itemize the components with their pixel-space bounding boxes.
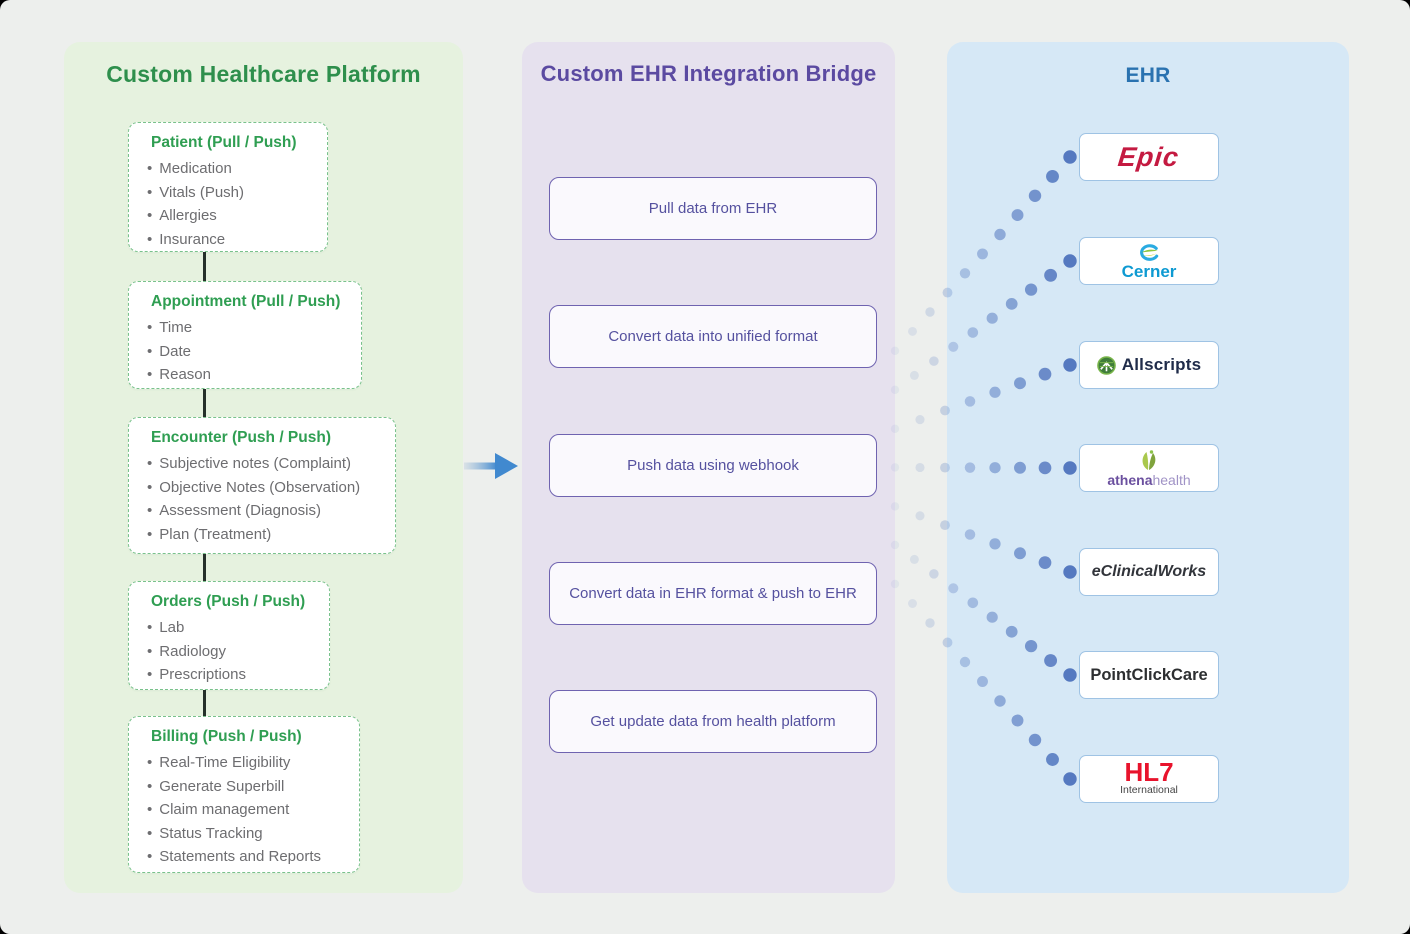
panel-integration-bridge: Custom EHR Integration Bridge Pull data … xyxy=(522,42,895,893)
platform-box-item: Status Tracking xyxy=(147,822,343,846)
athenahealth-logo-athena: athena xyxy=(1107,471,1153,488)
hl7-logo: HL7 xyxy=(1124,757,1174,787)
ehr-vendor-box-pointclickcare: PointClickCare xyxy=(1079,651,1219,699)
platform-box-patient: Patient (Pull / Push) MedicationVitals (P… xyxy=(128,122,328,252)
platform-box-item: Claim management xyxy=(147,798,343,822)
platform-box-item: Subjective notes (Complaint) xyxy=(147,452,379,476)
healthcare-platform-title: Custom Healthcare Platform xyxy=(106,61,421,87)
ehr-vendor-box-cerner: Cerner xyxy=(1079,237,1219,285)
platform-box-item: Time xyxy=(147,316,345,340)
connection-dot xyxy=(915,462,925,473)
platform-box-item: Radiology xyxy=(147,640,313,664)
platform-box-item: Real-Time Eligibility xyxy=(147,751,343,775)
hl7-logo-subtitle: International xyxy=(1120,784,1178,797)
athenahealth-leaf-icon xyxy=(1142,449,1156,470)
platform-box-item: Date xyxy=(147,340,345,364)
box-connector-line xyxy=(203,690,206,716)
connection-dot xyxy=(915,511,925,521)
platform-box-item: Vitals (Push) xyxy=(147,181,311,205)
ehr-vendor-box-epic: Epic xyxy=(1079,133,1219,181)
platform-box-item: Lab xyxy=(147,616,313,640)
bridge-step-box: Pull data from EHR xyxy=(549,177,877,240)
bridge-step-box: Convert data into unified format xyxy=(549,305,877,368)
ehr-vendor-box-athenahealth: athenahealth xyxy=(1079,444,1219,492)
connection-dot xyxy=(909,370,919,380)
platform-box-item: Generate Superbill xyxy=(147,775,343,799)
integration-bridge-title: Custom EHR Integration Bridge xyxy=(540,61,877,86)
cerner-swirl-icon xyxy=(1140,243,1159,261)
platform-box-item: Objective Notes (Observation) xyxy=(147,476,379,500)
epic-logo: Epic xyxy=(1116,141,1182,172)
connection-dot xyxy=(908,599,917,608)
connection-dot xyxy=(915,415,925,425)
bridge-step-box: Push data using webhook xyxy=(549,434,877,497)
platform-box-item: Assessment (Diagnosis) xyxy=(147,499,379,523)
platform-box-title: Encounter (Push / Push) xyxy=(151,429,331,446)
ehr-vendor-box-allscripts: Allscripts xyxy=(1079,341,1219,389)
athenahealth-logo: athenahealth xyxy=(1107,473,1190,489)
flow-arrow-icon xyxy=(464,453,518,479)
box-connector-line xyxy=(203,252,206,281)
allscripts-logo-text: Allscripts xyxy=(1121,355,1202,374)
platform-box-orders: Orders (Push / Push) LabRadiologyPrescrip… xyxy=(128,581,330,690)
athenahealth-logo-health: health xyxy=(1152,471,1191,488)
connection-dot xyxy=(929,356,939,366)
platform-box-item: Insurance xyxy=(147,228,311,252)
allscripts-logo: Allscripts xyxy=(1096,355,1202,375)
platform-box-encounter: Encounter (Push / Push) Subjective notes … xyxy=(128,417,396,554)
bridge-step-box: Convert data in EHR format & push to EHR xyxy=(549,562,877,625)
platform-box-item: Plan (Treatment) xyxy=(147,523,379,547)
connection-dot xyxy=(909,554,919,564)
platform-box-item: Reason xyxy=(147,363,345,387)
ehr-vendor-box-eclinicalworks: eClinicalWorks xyxy=(1079,548,1219,596)
platform-box-item: Allergies xyxy=(147,204,311,228)
platform-box-item: Medication xyxy=(147,157,311,181)
platform-box-billing: Billing (Push / Push) Real-Time Eligibili… xyxy=(128,716,360,873)
platform-box-title: Orders (Push / Push) xyxy=(151,593,306,610)
box-connector-line xyxy=(203,554,206,581)
box-connector-line xyxy=(203,389,206,417)
panel-healthcare-platform: Custom Healthcare Platform Patient (Pull… xyxy=(64,42,463,893)
eclinicalworks-logo: eClinicalWorks xyxy=(1091,563,1207,580)
platform-box-item: Prescriptions xyxy=(147,663,313,687)
bridge-step-box: Get update data from health platform xyxy=(549,690,877,753)
platform-box-item: Statements and Reports xyxy=(147,845,343,869)
cerner-logo: Cerner xyxy=(1121,261,1177,281)
connection-dot xyxy=(925,618,935,628)
platform-box-title: Billing (Push / Push) xyxy=(151,728,302,745)
connection-dot xyxy=(925,307,935,317)
ehr-title: EHR xyxy=(1125,64,1171,87)
connection-dot xyxy=(929,569,939,579)
platform-box-title: Patient (Pull / Push) xyxy=(151,134,297,151)
platform-box-title: Appointment (Pull / Push) xyxy=(151,293,341,310)
pointclickcare-logo: PointClickCare xyxy=(1090,665,1208,684)
connection-dot xyxy=(908,326,917,336)
platform-box-appointment: Appointment (Pull / Push) TimeDateReason xyxy=(128,281,362,389)
allscripts-globe-icon xyxy=(1096,355,1116,375)
